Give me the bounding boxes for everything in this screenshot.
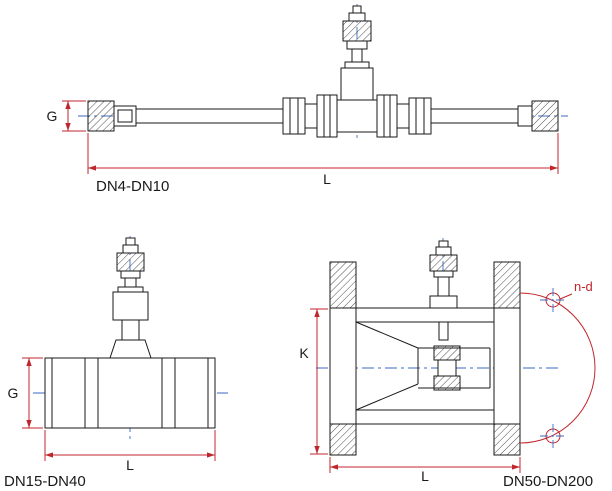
right-threaded-cap: [531, 100, 559, 132]
left-tube: [135, 108, 284, 124]
center-housing: [336, 99, 378, 133]
right-tube: [430, 108, 519, 124]
view-dn50-dn200: K L n-d DN50-DN200: [299, 238, 596, 490]
dim-label-l-left: L: [126, 457, 134, 473]
sensor-assembly: [429, 240, 458, 341]
dim-label-g-top: G: [47, 108, 58, 124]
dim-label-l-right: L: [421, 468, 429, 484]
dimension-l-right: L: [329, 457, 521, 484]
hex-nut-right: [376, 94, 398, 138]
view-dn15-dn40: G L DN15-DN40: [4, 236, 228, 490]
bolt-circle: n-d: [519, 279, 596, 448]
view-label-dn4-dn10: DN4-DN10: [96, 178, 169, 195]
sensor-assembly: [340, 5, 374, 101]
dimension-l-left: L: [44, 430, 216, 473]
meter-body: [44, 357, 216, 429]
view-label-dn15-dn40: DN15-DN40: [4, 473, 86, 490]
dimension-k: K: [299, 308, 328, 455]
hex-nut-left: [316, 94, 338, 138]
view-label-dn50-dn200: DN50-DN200: [503, 473, 593, 490]
dim-label-l-top: L: [323, 171, 331, 187]
right-connector: [517, 105, 533, 127]
sensor-assembly: [109, 237, 152, 359]
dim-label-n-d: n-d: [574, 279, 593, 294]
meter-body-flanged: [329, 261, 521, 456]
meter-body: [87, 94, 559, 138]
pipe-wall-top: [355, 307, 495, 323]
left-threaded-cap: [87, 100, 115, 132]
union-nut-right: [408, 97, 432, 135]
turbine-internals: [355, 321, 491, 411]
dimension-g-left: G: [8, 357, 43, 429]
left-connector: [113, 105, 137, 127]
view-dn4-dn10: G L DN4-DN10: [47, 4, 568, 195]
dimension-l-top: L: [87, 133, 559, 187]
union-nut-left: [282, 97, 306, 135]
pipe-wall-bottom: [355, 409, 495, 425]
dim-label-g-left: G: [8, 385, 19, 401]
dim-label-k: K: [299, 345, 309, 361]
dimension-g-top: G: [47, 100, 86, 132]
